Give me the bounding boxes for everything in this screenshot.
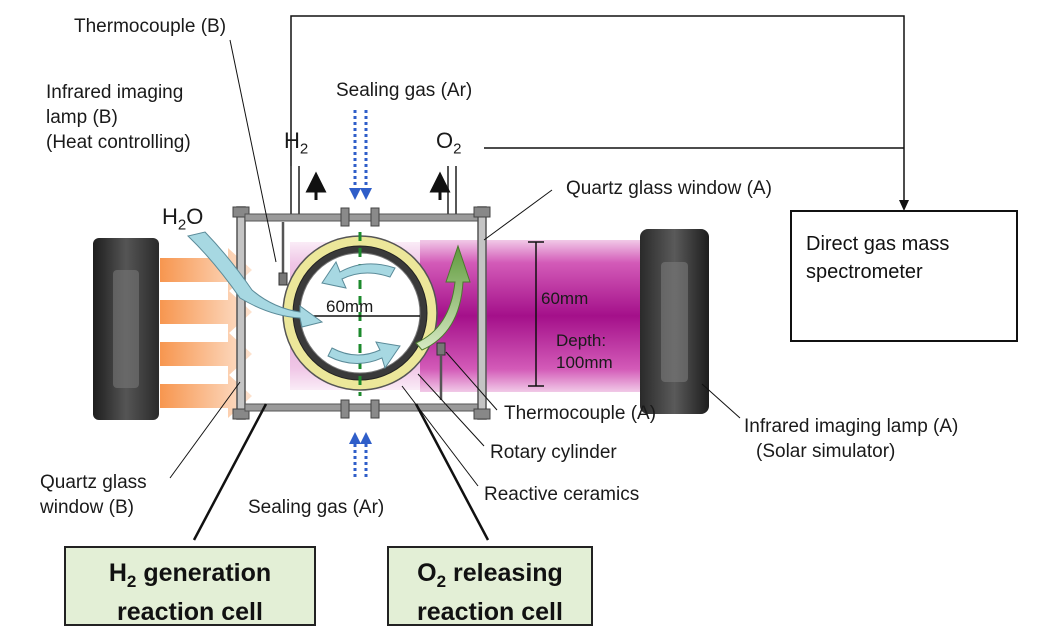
- label-sealing-gas-top: Sealing gas (Ar): [336, 80, 473, 101]
- label-thermocouple-b: Thermocouple (B): [74, 16, 227, 37]
- label-quartz-window-b: Quartz glass window (B): [40, 472, 147, 518]
- label-height: 60mm: [541, 289, 589, 308]
- o2-arrow: [415, 244, 471, 351]
- label-sealing-gas-bottom: Sealing gas (Ar): [248, 497, 385, 518]
- rotation-arrow-bottom: [327, 341, 401, 370]
- o2-releasing-cell-box: O2 releasing reaction cell: [387, 546, 593, 626]
- thermocouple-b: [278, 272, 288, 286]
- h2-cell-line2: reaction cell: [117, 598, 263, 626]
- label-diameter: 60mm: [326, 297, 374, 316]
- mass-spectrometer-box: Direct gas mass spectrometer: [790, 210, 1018, 342]
- label-h2o: H2O: [162, 204, 204, 234]
- frame-top: [244, 213, 486, 222]
- label-ir-lamp-b: Infrared imaging lamp (B) (Heat controll…: [46, 82, 191, 153]
- quartz-window-b: [236, 206, 246, 420]
- mass-spectrometer-label: Direct gas mass spectrometer: [806, 233, 950, 283]
- h2-cell-line1: H2 generation: [108, 559, 272, 591]
- label-rotary-cylinder: Rotary cylinder: [490, 442, 617, 463]
- label-reactive-ceramics: Reactive ceramics: [484, 484, 640, 505]
- label-h2: H2: [284, 128, 309, 158]
- label-ir-lamp-a: Infrared imaging lamp (A) (Solar simulat…: [744, 416, 959, 462]
- label-o2: O2: [436, 128, 462, 158]
- h2-generation-cell-box: H2 generation reaction cell: [64, 546, 316, 626]
- thermocouple-a: [436, 342, 446, 356]
- rotation-arrow-top: [321, 260, 396, 289]
- h2o-arrow: [186, 231, 324, 328]
- label-depth: Depth: 100mm: [556, 331, 613, 372]
- o2-cell-line1: O2 releasing: [417, 559, 563, 591]
- label-thermocouple-a: Thermocouple (A): [504, 403, 657, 424]
- sealing-gas-arrows-bottom: [353, 444, 368, 478]
- sealing-gas-arrows-top: [353, 110, 368, 188]
- o2-cell-line2: reaction cell: [417, 598, 563, 626]
- h2-line-to-ms: [290, 15, 905, 206]
- label-quartz-window-a: Quartz glass window (A): [566, 178, 772, 199]
